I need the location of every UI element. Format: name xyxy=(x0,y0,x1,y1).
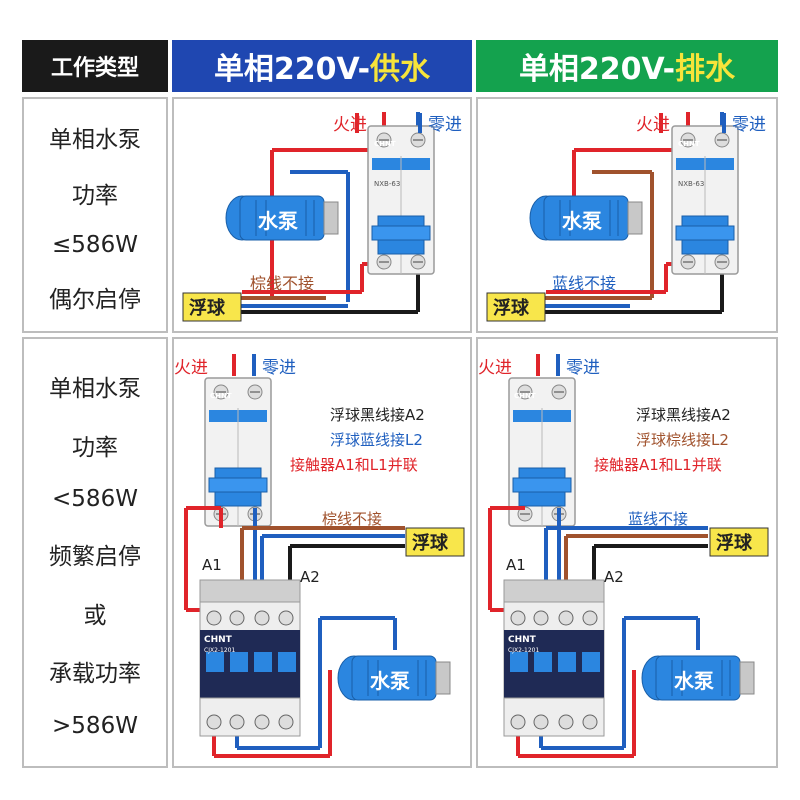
pump-label: 水泵 xyxy=(674,669,714,693)
terminal-a2: A2 xyxy=(300,568,320,586)
live-in-label: 火进 xyxy=(636,115,670,135)
terminal-a1: A1 xyxy=(202,556,222,574)
note-line: 浮球黑线接A2 xyxy=(330,406,425,424)
contactor-model: CJX2-1201 xyxy=(204,647,236,654)
note-line: 接触器A1和L1并联 xyxy=(290,456,418,474)
live-in-label: 火进 xyxy=(174,358,208,378)
blue-not-connected-label: 蓝线不接 xyxy=(552,274,616,293)
float-switch-label: 浮球 xyxy=(412,532,449,554)
header-drain: 单相220V-排水 xyxy=(476,40,778,92)
row2-condition-line: <586W xyxy=(52,486,138,513)
row2-supply-diagram: 火进 零进 CHNT CHNT CJX2-1201 A1 A2 水泵 棕线不接 xyxy=(174,354,465,758)
header-supply-word: 供水 xyxy=(370,52,431,87)
neutral-in-label: 零进 xyxy=(428,115,462,135)
row2-condition-line: 承载功率 xyxy=(49,661,141,688)
row2-condition-line: 单相水泵 xyxy=(49,376,141,403)
float-switch-label: 浮球 xyxy=(493,297,530,319)
pump-label: 水泵 xyxy=(370,669,410,693)
note-line: 接触器A1和L1并联 xyxy=(594,456,722,474)
header-work-type: 工作类型 xyxy=(22,40,168,92)
brown-not-connected-label: 棕线不接 xyxy=(322,510,382,528)
contactor-brand: CHNT xyxy=(204,635,233,645)
header-supply-prefix: 单相220V- xyxy=(213,52,371,87)
contactor-brand: CHNT xyxy=(508,635,537,645)
row2-condition-line: 频繁启停 xyxy=(49,543,141,570)
pump-label: 水泵 xyxy=(562,209,602,233)
blue-not-connected-label: 蓝线不接 xyxy=(628,510,688,528)
row2-conditions: 单相水泵 功率 <586W 频繁启停 或 承载功率 >586W xyxy=(24,357,166,751)
row2-condition-cell: 单相水泵 功率 <586W 频繁启停 或 承载功率 >586W xyxy=(22,337,168,768)
row1-condition-line: 功率 xyxy=(72,183,118,209)
live-in-label: 火进 xyxy=(333,115,367,135)
row2-condition-line: >586W xyxy=(52,712,138,739)
breaker-brand: CHNT xyxy=(210,392,232,400)
row2-drain-diagram: 火进 零进 CHNT CHNT CJX2-1201 A1 A2 水泵 蓝线不接 … xyxy=(478,354,769,758)
note-line: 浮球黑线接A2 xyxy=(636,406,731,424)
pump-label: 水泵 xyxy=(258,209,298,233)
neutral-in-label: 零进 xyxy=(566,358,600,378)
float-switch-label: 浮球 xyxy=(189,297,226,319)
row1-supply-diagram: NXB-63 CHNT 水泵 火进 零进 棕线不接 浮球 xyxy=(182,112,462,322)
terminal-a1: A1 xyxy=(506,556,526,574)
header-drain-word: 排水 xyxy=(675,52,736,87)
row1-conditions: 单相水泵 功率 ≤586W 偶尔启停 xyxy=(24,109,166,325)
row1-condition-line: 偶尔启停 xyxy=(49,287,141,313)
row1-drain-diagram: NXB-63 CHNT 水泵 火进 零进 蓝线不接 浮球 xyxy=(486,112,766,322)
svg-text:NXB-63: NXB-63 xyxy=(374,180,400,188)
terminal-a2: A2 xyxy=(604,568,624,586)
neutral-in-label: 零进 xyxy=(262,358,296,378)
row2-condition-line: 或 xyxy=(83,602,107,629)
neutral-in-label: 零进 xyxy=(732,115,766,135)
row1-condition-line: 单相水泵 xyxy=(49,127,141,153)
row1-condition-cell: 单相水泵 功率 ≤586W 偶尔启停 xyxy=(22,97,168,333)
note-line: 浮球蓝线接L2 xyxy=(330,431,423,449)
breaker-brand: CHNT xyxy=(374,140,396,148)
live-in-label: 火进 xyxy=(478,358,512,378)
header-drain-prefix: 单相220V- xyxy=(518,52,676,87)
row2-condition-line: 功率 xyxy=(72,434,118,461)
float-switch-label: 浮球 xyxy=(716,532,753,554)
note-line: 浮球棕线接L2 xyxy=(636,431,729,449)
brown-not-connected-label: 棕线不接 xyxy=(250,274,314,293)
breaker-brand: CHNT xyxy=(678,140,700,148)
breaker-brand: CHNT xyxy=(514,392,536,400)
row1-condition-line: ≤586W xyxy=(52,232,138,258)
header-supply: 单相220V-供水 xyxy=(172,40,472,92)
contactor-model: CJX2-1201 xyxy=(508,647,540,654)
svg-text:NXB-63: NXB-63 xyxy=(678,180,704,188)
